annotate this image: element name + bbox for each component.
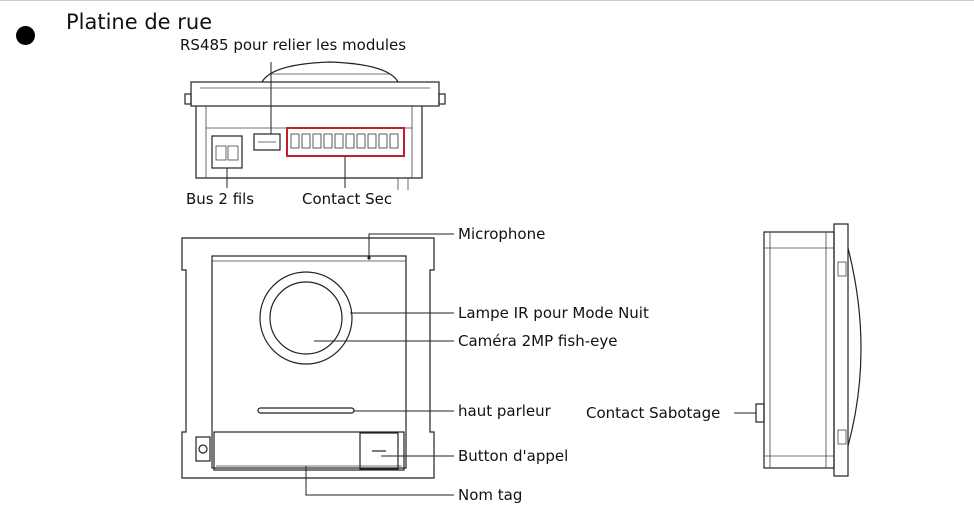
call-button-outline <box>359 432 399 470</box>
side-clip-top <box>837 261 847 277</box>
terminal-pin <box>290 133 300 149</box>
ir-lamp-ring <box>259 271 353 365</box>
microphone-leader <box>368 233 454 256</box>
terminal-pin <box>323 133 333 149</box>
screw-bracket <box>195 436 211 462</box>
lens-dome <box>261 61 399 83</box>
speaker-label: haut parleur <box>458 402 551 420</box>
name-tag-label: Nom tag <box>458 486 523 504</box>
terminal-pin <box>345 133 355 149</box>
terminal-pin <box>334 133 344 149</box>
side-view <box>734 223 862 477</box>
front-frame <box>190 81 440 107</box>
top-divider <box>0 0 974 1</box>
right-flange <box>438 93 446 105</box>
microphone-label: Microphone <box>458 225 546 243</box>
front-view <box>181 233 454 496</box>
rs485-connector <box>253 133 281 151</box>
faceplate <box>211 255 407 469</box>
top-view <box>184 61 446 190</box>
terminal-pin <box>356 133 366 149</box>
screw-icon <box>198 444 208 454</box>
contact-sec-label: Contact Sec <box>302 190 393 208</box>
section-title: Platine de rue <box>66 10 213 34</box>
camera-lens <box>269 281 343 355</box>
camera-label: Caméra 2MP fish-eye <box>458 332 618 350</box>
terminal-pin <box>301 133 311 149</box>
bullet-icon <box>16 26 35 45</box>
tamper-label: Contact Sabotage <box>586 404 721 422</box>
terminal-pin <box>389 133 399 149</box>
terminal-pin <box>312 133 322 149</box>
contact-terminals <box>290 133 399 149</box>
ir-lamp-label: Lampe IR pour Mode Nuit <box>458 304 649 322</box>
bus-pin-1 <box>215 145 227 161</box>
name-tag-leader <box>305 466 454 496</box>
name-tag-strip <box>213 431 405 471</box>
bus-terminal <box>211 135 243 169</box>
contact-sec-highlight <box>286 127 405 157</box>
terminal-pin <box>378 133 388 149</box>
bus-pin-2 <box>227 145 239 161</box>
terminal-pin <box>367 133 377 149</box>
call-button-label: Button d'appel <box>458 447 569 465</box>
bus-label: Bus 2 fils <box>186 190 255 208</box>
tamper-switch <box>755 403 765 423</box>
speaker-slot <box>257 407 355 414</box>
side-housing <box>763 231 835 469</box>
rear-housing <box>195 106 423 179</box>
side-clip-bottom <box>837 429 847 445</box>
left-flange <box>184 93 192 105</box>
side-front-plate <box>833 223 849 477</box>
side-dome <box>847 247 862 447</box>
front-frame-outline <box>181 237 435 479</box>
rs485-label: RS485 pour relier les modules <box>180 36 407 54</box>
microphone-hole <box>367 256 371 260</box>
